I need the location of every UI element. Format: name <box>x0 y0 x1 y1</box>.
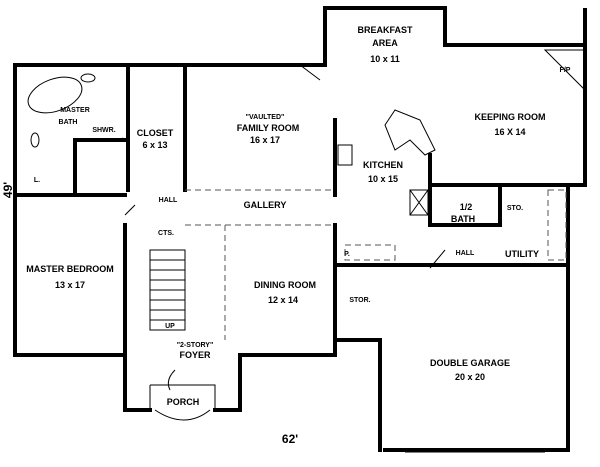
breakfast-label: BREAKFAST <box>357 25 413 35</box>
linen-closet-label: L.C. <box>122 136 130 141</box>
coats-label: CTS. <box>158 230 174 237</box>
hall-left-label: HALL <box>159 197 178 204</box>
closet-label: CLOSET <box>137 128 174 138</box>
foyer-label: FOYER <box>179 350 211 360</box>
porch-label: PORCH <box>167 397 200 407</box>
garage-label: DOUBLE GARAGE <box>430 358 510 368</box>
dimension-depth: 49' <box>1 182 15 198</box>
dining-room-size: 12 x 14 <box>268 295 298 305</box>
family-room-size: 16 x 17 <box>250 135 280 145</box>
utility-label: UTILITY <box>505 249 539 259</box>
dining-room-label: DINING ROOM <box>254 280 316 290</box>
closet-size: 6 x 13 <box>142 140 167 150</box>
pantry-label: P. <box>344 251 350 258</box>
hall-right-label: HALL <box>456 250 475 257</box>
master-bedroom-label: MASTER BEDROOM <box>26 264 114 274</box>
shower-label: SHWR. <box>92 127 115 134</box>
keeping-room-label: KEEPING ROOM <box>474 112 545 122</box>
half-bath-label-2: BATH <box>451 214 475 224</box>
doors <box>124 64 446 391</box>
kitchen-label: KITCHEN <box>363 160 403 170</box>
half-bath-label: 1/2 <box>460 202 473 212</box>
linen-label: L. <box>34 177 40 184</box>
fixtures <box>27 49 586 453</box>
foyer-note: "2-STORY" <box>177 342 214 349</box>
storage-small-label: STO. <box>507 205 523 212</box>
stairs-label: UP <box>165 323 175 330</box>
breakfast-label-2: AREA <box>372 38 398 48</box>
garage-size: 20 x 20 <box>455 372 485 382</box>
master-bath-label: MASTER <box>60 107 90 114</box>
breakfast-size: 10 x 11 <box>370 54 400 64</box>
interior-walls <box>13 8 587 357</box>
kitchen-size: 10 x 15 <box>368 174 398 184</box>
fireplace-label: F/P <box>560 67 571 74</box>
storage-label: STOR. <box>349 297 370 304</box>
keeping-room-size: 16 X 14 <box>494 127 525 137</box>
dimension-width: 62' <box>282 432 298 446</box>
master-bath-label-2: BATH <box>59 119 78 126</box>
exterior-walls <box>13 6 587 452</box>
gallery-label: GALLERY <box>244 200 287 210</box>
family-room-note: "VAULTED" <box>246 114 285 121</box>
master-bedroom-size: 13 x 17 <box>55 280 85 290</box>
family-room-label: FAMILY ROOM <box>237 123 300 133</box>
